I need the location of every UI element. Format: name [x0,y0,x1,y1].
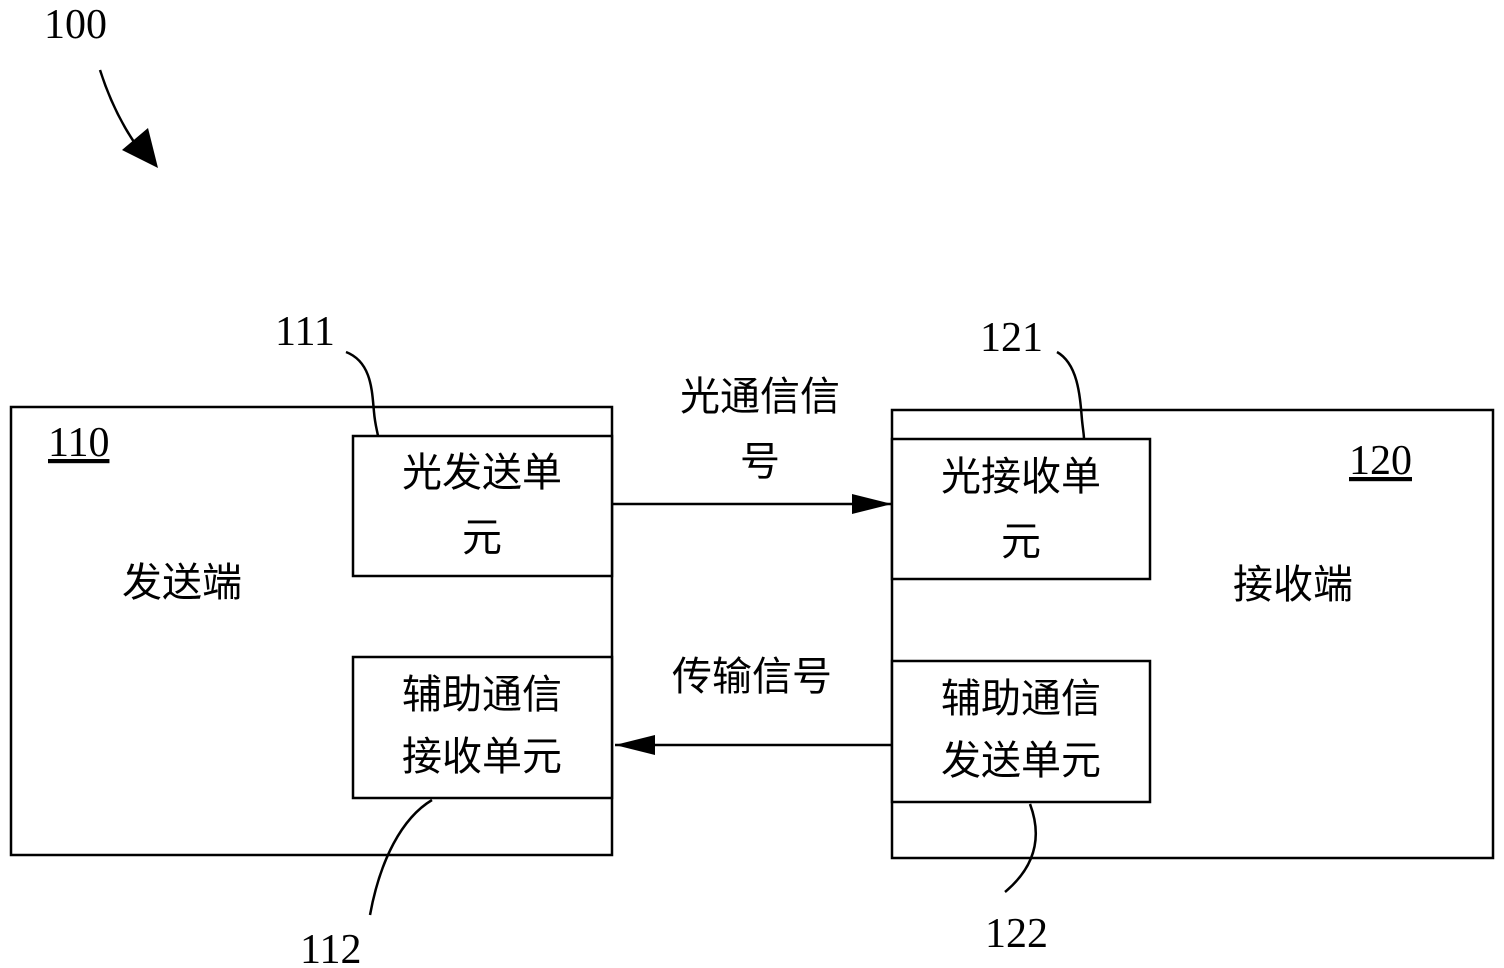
receiver-label: 接收端 [1233,562,1353,608]
aux-rx-unit-line2: 接收单元 [402,734,562,780]
aux-tx-unit-line2: 发送单元 [941,738,1101,784]
optical-tx-unit-line1: 光发送单 [402,450,562,496]
figure-ref-arrowhead-icon [122,128,158,168]
aux-rx-unit-ref-label: 112 [300,927,361,968]
optical-rx-unit-ref-label: 121 [980,315,1043,361]
aux-tx-unit-ref-label: 122 [985,911,1048,957]
aux-rx-unit-line1: 辅助通信 [402,672,562,718]
sender-label: 发送端 [122,560,242,606]
optical-tx-unit-ref-label: 111 [275,309,335,355]
optical-signal-label-line2: 号 [740,439,780,485]
transmission-signal-label: 传输信号 [672,654,832,700]
optical-rx-unit-line2: 元 [1001,519,1041,565]
optical-signal-label-line1: 光通信信 [680,374,840,420]
optical-tx-unit-line2: 元 [462,515,502,561]
figure-ref-pointer [100,70,134,142]
receiver-ref-label: 120 [1349,438,1412,484]
aux-tx-unit-line1: 辅助通信 [941,676,1101,722]
sender-ref-label: 110 [48,420,109,466]
figure-ref-label: 100 [44,2,107,48]
optical-rx-unit-line1: 光接收单 [941,454,1101,500]
